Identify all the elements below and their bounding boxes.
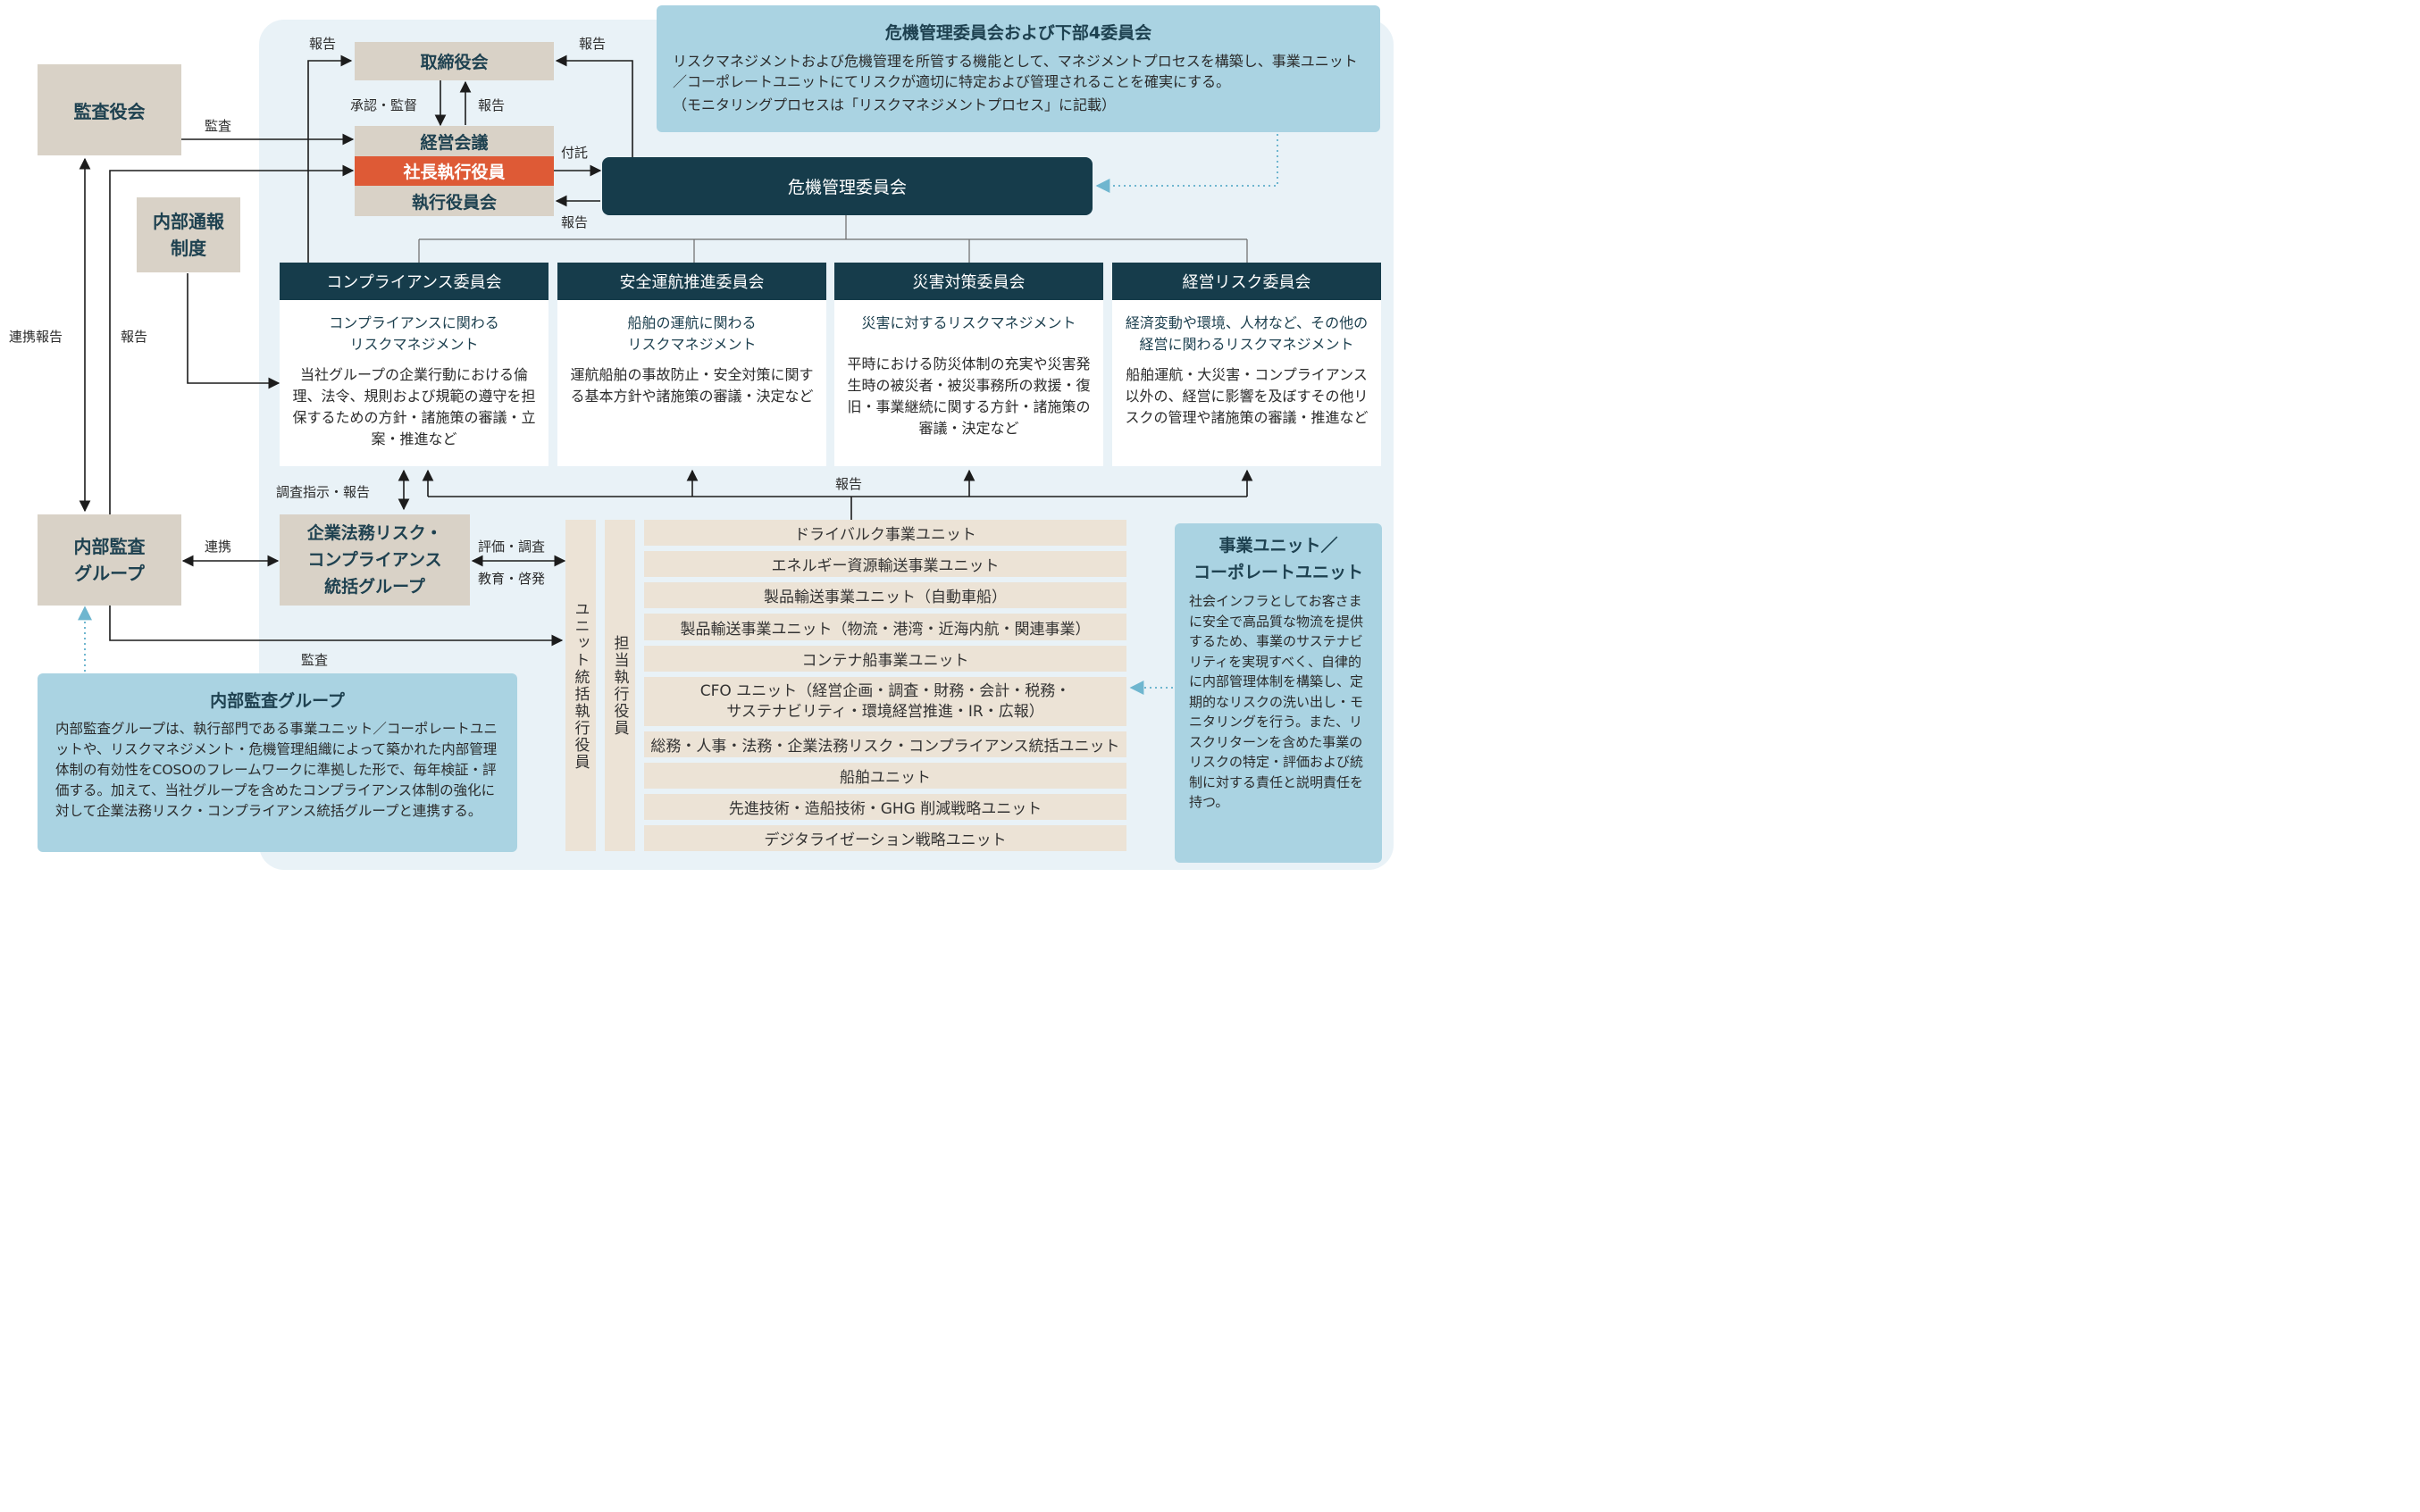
- unit-item: 先進技術・造船技術・GHG 削減戦略ユニット: [644, 794, 1126, 820]
- committee-safety-body: 運航船舶の事故防止・安全対策に関する基本方針や諸施策の審議・決定など: [570, 366, 814, 405]
- unit-item: エネルギー資源輸送事業ユニット: [644, 551, 1126, 577]
- audit-label-2: 監査: [301, 652, 329, 668]
- audit-board-box: 監査役会: [38, 64, 181, 155]
- report-label-e: 報告: [121, 329, 148, 345]
- internal-audit-info-box: 内部監査グループ 内部監査グループは、執行部門である事業ユニット／コーポレートユ…: [38, 673, 517, 852]
- crisis-info-box: 危機管理委員会および下部4委員会 リスクマネジメントおよび危機管理を所管する機能…: [657, 5, 1380, 132]
- report-label-c: 報告: [478, 97, 506, 113]
- executive-committee-box: 執行役員会: [355, 186, 554, 216]
- audit-label: 監査: [205, 118, 232, 134]
- committee-safety-title: 安全運航推進委員会: [557, 263, 826, 300]
- report-label-f: 報告: [835, 476, 863, 492]
- committee-business-risk-title: 経営リスク委員会: [1112, 263, 1381, 300]
- committee-safety: 安全運航推進委員会 船舶の運航に関わる リスクマネジメント 運航船舶の事故防止・…: [557, 263, 826, 466]
- report-label-a: 報告: [309, 36, 337, 52]
- entrust-label: 付託: [561, 145, 589, 161]
- unit-item: 製品輸送事業ユニット（物流・港湾・近海内航・関連事業）: [644, 614, 1126, 640]
- internal-audit-box: 内部監査 グループ: [38, 514, 181, 606]
- president-box: 社長執行役員: [355, 156, 554, 186]
- crisis-info-note: （モニタリングプロセスは「リスクマネジメントプロセス」に記載）: [673, 96, 1117, 113]
- internal-audit-info-body: 内部監査グループは、執行部門である事業ユニット／コーポレートユニットや、リスクマ…: [55, 721, 498, 819]
- committee-business-risk-body: 船舶運航・大災害・コンプライアンス以外の、経営に影響を及ぼすその他リスクの管理や…: [1125, 366, 1369, 426]
- liaison-label: 連携: [205, 539, 232, 555]
- business-unit-info-box: 事業ユニット／ コーポレートユニット 社会インフラとしてお客さまに安全で高品質な…: [1175, 523, 1382, 863]
- liaison-report-label: 連携報告: [9, 329, 63, 345]
- report-label-d: 報告: [561, 214, 589, 230]
- whistleblowing-box: 内部通報 制度: [137, 197, 240, 272]
- business-unit-info-title: 事業ユニット／ コーポレートユニット: [1193, 536, 1363, 582]
- committee-safety-sub: 船舶の運航に関わる リスクマネジメント: [627, 314, 757, 353]
- report-label-b: 報告: [579, 36, 607, 52]
- crisis-info-title: 危機管理委員会および下部4委員会: [884, 23, 1152, 43]
- committee-disaster-title: 災害対策委員会: [834, 263, 1103, 300]
- committee-disaster: 災害対策委員会 災害に対するリスクマネジメント 平時における防災体制の充実や災害…: [834, 263, 1103, 466]
- committee-compliance-sub: コンプライアンスに関わる リスクマネジメント: [329, 314, 499, 353]
- committee-compliance: コンプライアンス委員会 コンプライアンスに関わる リスクマネジメント 当社グルー…: [280, 263, 548, 466]
- crisis-info-body: リスクマネジメントおよび危機管理を所管する機能として、マネジメントプロセスを構築…: [673, 53, 1358, 90]
- committee-disaster-sub: 災害に対するリスクマネジメント: [861, 314, 1076, 331]
- unit-item: 製品輸送事業ユニット（自動車船）: [644, 582, 1126, 608]
- unit-executive-column: ユニット統括執行役員: [565, 520, 596, 851]
- unit-item: コンテナ船事業ユニット: [644, 646, 1126, 672]
- unit-item: ドライバルク事業ユニット: [644, 520, 1126, 546]
- legal-compliance-group-box: 企業法務リスク・ コンプライアンス 統括グループ: [280, 514, 470, 606]
- executive-in-charge-column: 担当執行役員: [605, 520, 635, 851]
- business-unit-info-body: 社会インフラとしてお客さまに安全で高品質な物流を提供するため、事業のサステナビリ…: [1189, 593, 1364, 810]
- unit-item: 船舶ユニット: [644, 763, 1126, 789]
- committee-compliance-title: コンプライアンス委員会: [280, 263, 548, 300]
- board-of-directors-box: 取締役会: [355, 42, 554, 80]
- approve-label: 承認・監督: [350, 97, 418, 113]
- unit-item: CFO ユニット（経営企画・調査・財務・会計・税務・ サステナビリティ・環境経営…: [644, 677, 1126, 726]
- management-meeting-box: 経営会議: [355, 126, 554, 156]
- educate-label: 教育・啓発: [478, 571, 546, 587]
- unit-item: 総務・人事・法務・企業法務リスク・コンプライアンス統括ユニット: [644, 731, 1126, 757]
- crisis-committee-box: 危機管理委員会: [602, 157, 1093, 215]
- committee-business-risk-sub: 経済変動や環境、人材など、その他の経営に関わるリスクマネジメント: [1125, 314, 1369, 353]
- internal-audit-info-title: 内部監査グループ: [210, 691, 345, 711]
- committee-compliance-body: 当社グループの企業行動における倫理、法令、規則および規範の遵守を担保するための方…: [292, 366, 536, 447]
- committee-disaster-body: 平時における防災体制の充実や災害発生時の被災者・被災事務所の救援・復旧・事業継続…: [847, 355, 1091, 437]
- survey-label: 調査指示・報告: [276, 484, 371, 500]
- committee-business-risk: 経営リスク委員会 経済変動や環境、人材など、その他の経営に関わるリスクマネジメン…: [1112, 263, 1381, 466]
- evaluate-label: 評価・調査: [478, 539, 546, 555]
- unit-item: デジタライゼーション戦略ユニット: [644, 825, 1126, 851]
- connector-lines: [78, 54, 1278, 695]
